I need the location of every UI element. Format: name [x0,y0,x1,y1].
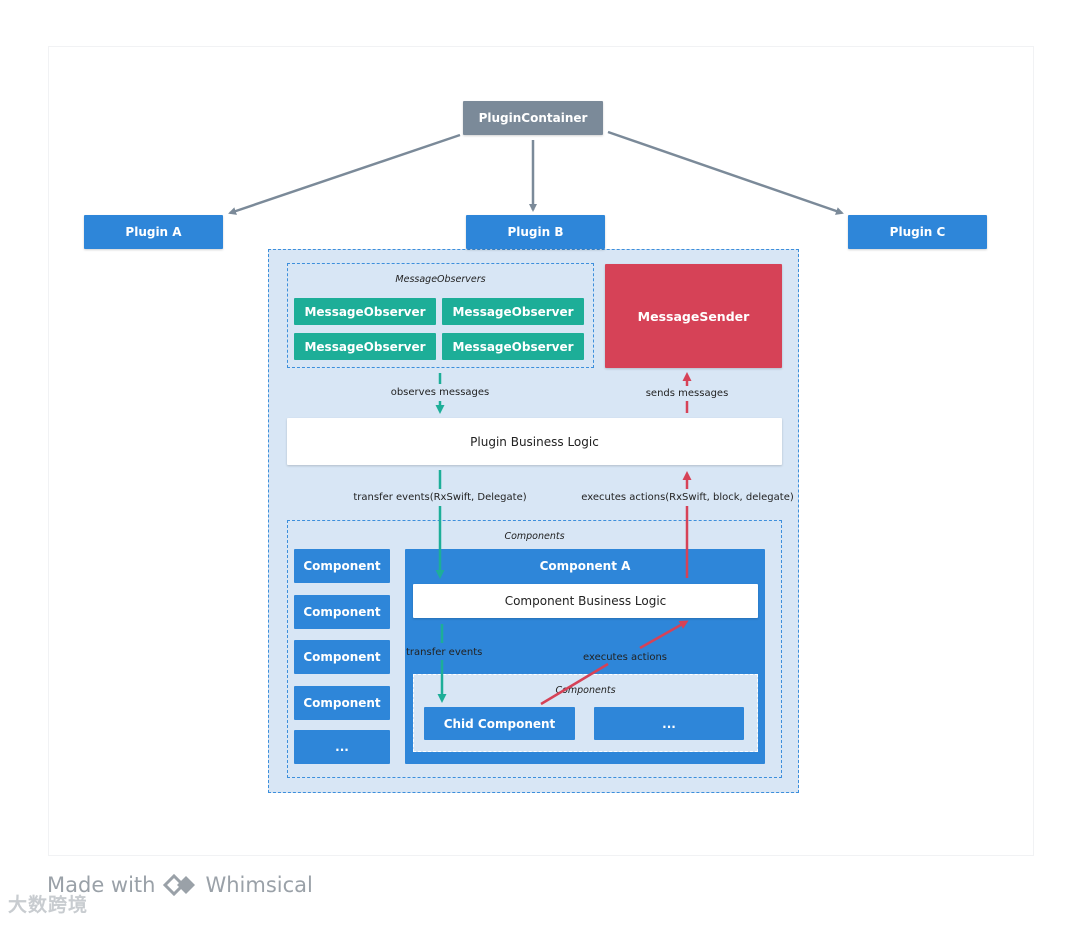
watermark-text: 大数跨境 [8,894,89,916]
inner-executes-actions-label: executes actions [582,652,668,663]
components-region [287,520,782,778]
made-with-whimsical: Made with Whimsical [47,873,313,897]
observes-messages-label: observes messages [390,387,490,398]
message-observers-title: MessageObservers [395,274,486,285]
component-box: Component [294,640,390,674]
component-box: Component [294,595,390,629]
child-component-box: Chid Component [424,707,575,740]
child-more-box: ... [594,707,744,740]
message-observers-region [287,263,594,368]
component-more-box: ... [294,730,390,764]
components-title: Components [504,531,565,542]
whimsical-logo-icon [163,874,196,896]
component-a-title: Component A [539,559,631,573]
component-box: Component [294,549,390,583]
sends-messages-label: sends messages [645,388,729,399]
transfer-events-label: transfer events(RxSwift, Delegate) [353,492,527,503]
inner-transfer-events-label: transfer events [406,647,483,658]
plugin-c-box: Plugin C [848,215,987,249]
made-with-text: Made with [47,873,156,897]
plugin-a-box: Plugin A [84,215,223,249]
message-observer-box: MessageObserver [442,298,584,325]
executes-actions-label: executes actions(RxSwift, block, delegat… [581,492,794,503]
message-observer-box: MessageObserver [294,333,436,360]
message-observer-box: MessageObserver [442,333,584,360]
message-sender-box: MessageSender [605,264,782,368]
inner-components-title: Components [555,685,616,696]
message-observer-box: MessageObserver [294,298,436,325]
plugin-business-logic-box: Plugin Business Logic [287,418,782,465]
plugin-container-box: PluginContainer [463,101,603,135]
whimsical-brand-text: Whimsical [205,873,313,897]
component-business-logic-box: Component Business Logic [413,584,758,618]
component-box: Component [294,686,390,720]
plugin-b-box: Plugin B [466,215,605,249]
